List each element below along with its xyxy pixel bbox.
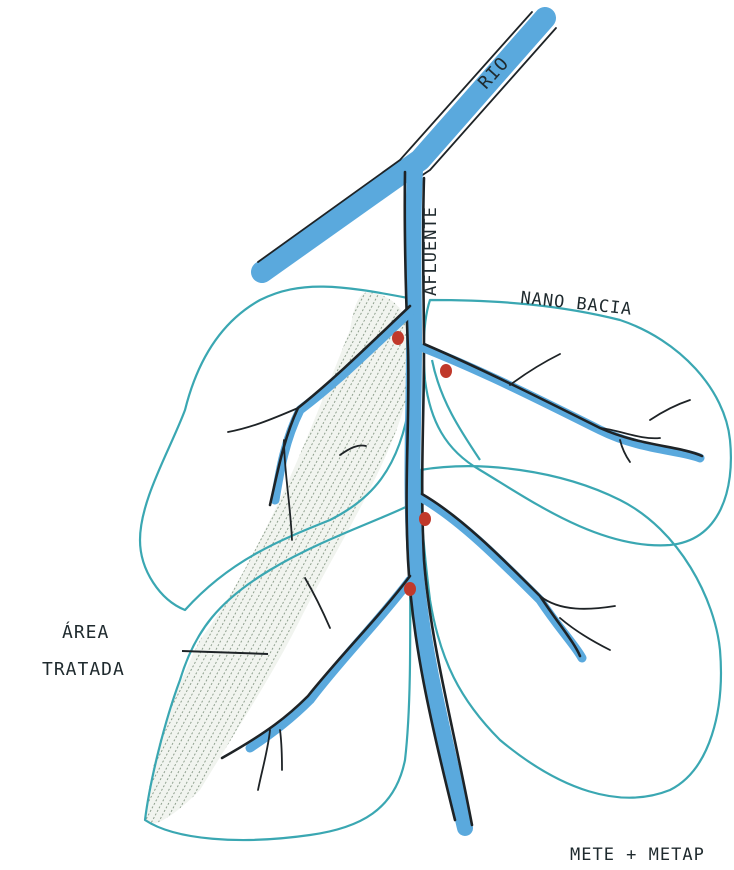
- hatch-line: [632, 280, 734, 840]
- hatch-line: [730, 280, 734, 840]
- hatch-line: [0, 280, 162, 840]
- hatch-line: [590, 280, 734, 840]
- hatch-line: [569, 280, 734, 840]
- hatch-line: [0, 280, 71, 840]
- hatch-line: [436, 280, 734, 840]
- hatch-line: [0, 280, 148, 840]
- basin-lower-right: [420, 466, 721, 797]
- marker-dot: [392, 331, 404, 345]
- hatch-line: [0, 280, 176, 840]
- hatch-line: [0, 280, 36, 840]
- hatch-line: [429, 280, 729, 840]
- hatch-line: [0, 280, 281, 840]
- hatch-line: [597, 280, 734, 840]
- hatch-line: [0, 280, 155, 840]
- hatch-line: [0, 280, 260, 840]
- hatch-line: [0, 280, 274, 840]
- hatch-line: [0, 280, 1, 840]
- hatch-line: [0, 280, 15, 840]
- hatch-line: [562, 280, 734, 840]
- marker-dot: [440, 364, 452, 378]
- hatch-line: [0, 280, 64, 840]
- hatch-line: [0, 280, 22, 840]
- hatch-line: [0, 280, 57, 840]
- hatch-line: [723, 280, 734, 840]
- hatch-line: [709, 280, 734, 840]
- hatch-line: [660, 280, 734, 840]
- hatch-line: [492, 280, 734, 840]
- hatch-line: [576, 280, 734, 840]
- marker-dot: [419, 512, 431, 526]
- area-label-line2: TRATADA: [42, 659, 125, 680]
- hatch-line: [583, 280, 734, 840]
- hatch-line: [667, 280, 734, 840]
- hatch-line: [0, 280, 50, 840]
- hatch-line: [0, 280, 127, 840]
- hatch-line: [625, 280, 734, 840]
- marker-dot: [404, 582, 416, 596]
- hatch-line: [0, 280, 78, 840]
- hatch-line: [702, 280, 734, 840]
- hatch-line: [0, 280, 29, 840]
- basin-label: NANO BACIA: [519, 288, 633, 320]
- hatch-line: [79, 280, 379, 840]
- tributary-label: AFLUENTE: [421, 206, 441, 296]
- hatch-line: [0, 280, 8, 840]
- hatch-line: [0, 280, 113, 840]
- hatch-line: [0, 280, 43, 840]
- treated-area-hatch: [0, 280, 734, 840]
- hatch-line: [478, 280, 734, 840]
- basin-outlines: [140, 287, 731, 840]
- hatch-line: [0, 280, 92, 840]
- hatch-line: [0, 280, 141, 840]
- hatch-line: [653, 280, 734, 840]
- hatch-line: [688, 280, 734, 840]
- hatch-line: [0, 280, 85, 840]
- hatch-line: [681, 280, 734, 840]
- area-label-line1: ÁREA: [62, 621, 109, 643]
- hatch-line: [541, 280, 734, 840]
- signature: METE + METAP: [570, 845, 705, 865]
- hatch-line: [0, 280, 120, 840]
- hatch-line: [611, 280, 734, 840]
- hatch-line: [604, 280, 734, 840]
- hatch-line: [86, 280, 386, 840]
- hatch-line: [0, 280, 183, 840]
- hatch-line: [0, 280, 99, 840]
- hatch-line: [107, 280, 407, 840]
- hatch-line: [618, 280, 734, 840]
- hatch-line: [0, 280, 134, 840]
- hatch-line: [0, 280, 106, 840]
- hatch-line: [471, 280, 734, 840]
- hatch-line: [499, 280, 734, 840]
- basin-inner-right: [432, 360, 480, 460]
- hatch-line: [695, 280, 734, 840]
- hatch-line: [513, 280, 734, 840]
- hatch-line: [548, 280, 734, 840]
- hatch-line: [555, 280, 734, 840]
- hatch-line: [716, 280, 734, 840]
